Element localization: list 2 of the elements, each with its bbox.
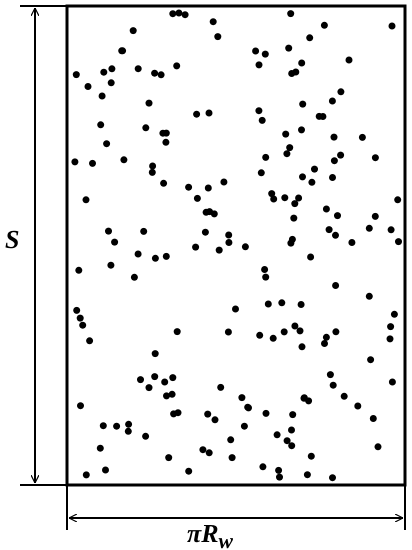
dimension-label: S (5, 226, 20, 254)
dimension-label: πR$_{w}$ (187, 520, 233, 550)
